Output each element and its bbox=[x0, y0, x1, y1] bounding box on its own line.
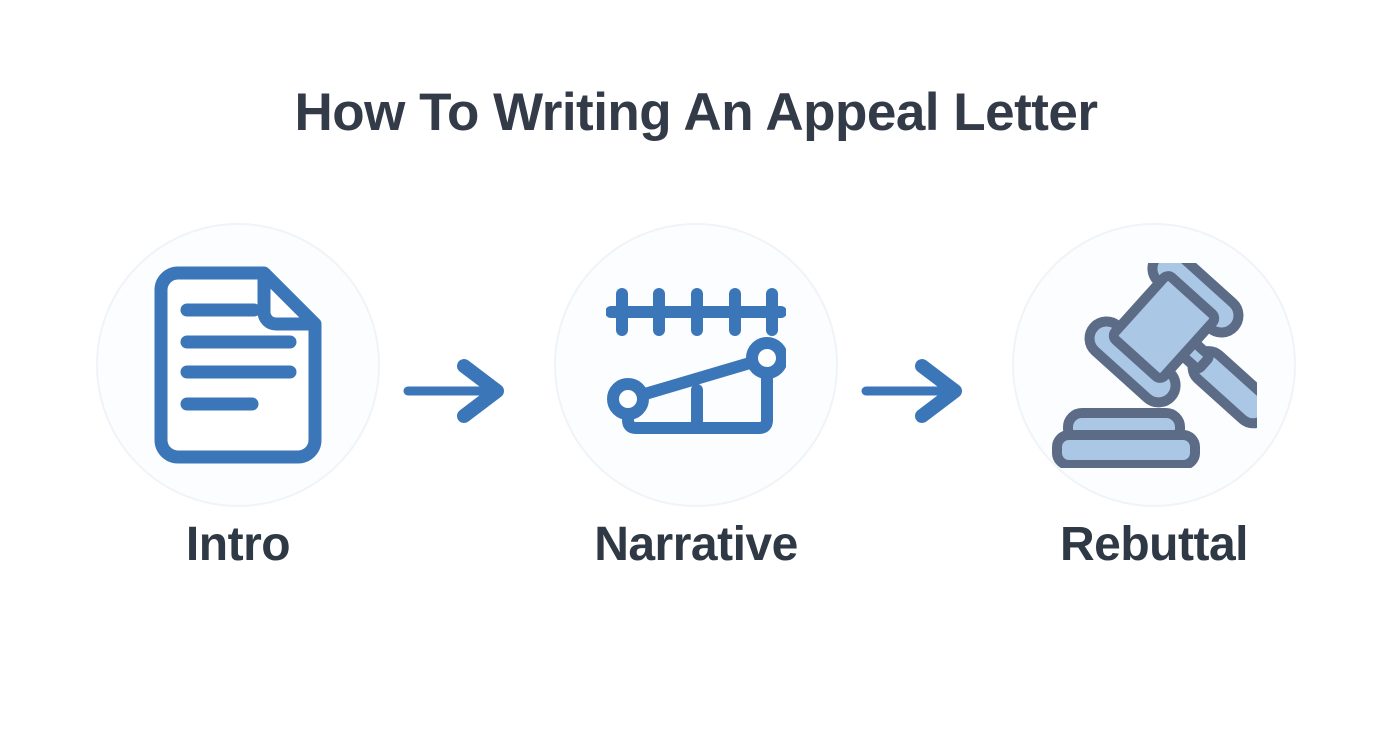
step-label-narrative: Narrative bbox=[594, 518, 798, 571]
step-rebuttal: Rebuttal bbox=[1004, 223, 1304, 569]
flow-arrow-1 bbox=[388, 351, 546, 431]
narrative-circle bbox=[554, 223, 838, 507]
step-intro: Intro bbox=[88, 223, 388, 569]
gavel-icon bbox=[1051, 262, 1257, 468]
rebuttal-circle bbox=[1012, 223, 1296, 507]
step-label-rebuttal: Rebuttal bbox=[1060, 518, 1249, 571]
page-title: How To Writing An Appeal Letter bbox=[294, 83, 1098, 142]
flow-arrow-2 bbox=[846, 351, 1004, 431]
arrow-right-icon bbox=[861, 359, 962, 423]
step-narrative: Narrative bbox=[546, 223, 846, 569]
intro-circle bbox=[96, 223, 380, 507]
arrow-right-icon bbox=[403, 359, 504, 423]
flow-row: Intro bbox=[0, 223, 1392, 569]
document-icon bbox=[154, 266, 322, 464]
timeline-growth-icon bbox=[606, 288, 786, 434]
step-label-intro: Intro bbox=[185, 518, 291, 571]
